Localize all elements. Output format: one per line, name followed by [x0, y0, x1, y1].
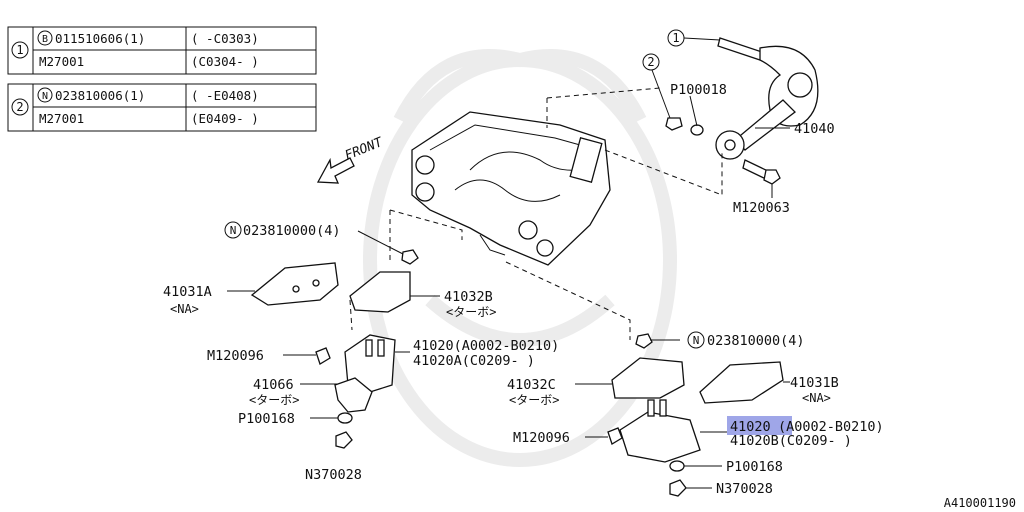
- legend-sub-n: N: [42, 91, 48, 102]
- legend-range-2a: ( -E0408): [191, 88, 259, 103]
- marker-2: 2: [647, 55, 654, 69]
- front-label: FRONT: [343, 135, 386, 164]
- label-41031a: 41031A: [163, 284, 212, 300]
- legend-range-2b: (E0409- ): [191, 111, 259, 126]
- pitching-stopper-assembly: [665, 37, 819, 185]
- label-m120096-left: M120096: [207, 348, 264, 364]
- legend-table: 1 2 B 011510606(1) ( -C0303) M27001 (C03…: [7, 26, 317, 132]
- label-41020-right-2: 41020B(C0209- ): [730, 433, 852, 449]
- label-41020-right-1[interactable]: 41020: [730, 419, 771, 435]
- label-41020-left-2: 41020A(C0209- ): [413, 353, 535, 369]
- diagram-id: A410001190: [944, 496, 1016, 510]
- legend-part-2: 023810006(1): [55, 88, 145, 103]
- front-arrow: FRONT: [316, 135, 386, 184]
- label-m120063: M120063: [733, 200, 790, 216]
- left-mounts: [250, 249, 419, 449]
- callout-labels: 1 2 P100018 41040 M120063 N 023810000(4)…: [163, 29, 1016, 510]
- label-41066: 41066: [253, 377, 294, 393]
- label-m120096-right: M120096: [513, 430, 570, 446]
- legend-marker-2: 2: [16, 100, 23, 114]
- right-mounts: [607, 333, 784, 497]
- highlight-41020[interactable]: [727, 416, 792, 435]
- legend-alt-part-1: M27001: [39, 54, 84, 69]
- legend-range-1a: ( -C0303): [191, 31, 259, 46]
- label-41032c-sub: <ターボ>: [509, 393, 559, 407]
- legend-alt-part-2: M27001: [39, 111, 84, 126]
- label-p100018: P100018: [670, 82, 727, 98]
- label-n370028-left: N370028: [305, 467, 362, 483]
- label-41040: 41040: [794, 121, 835, 137]
- label-41031b: 41031B: [790, 375, 839, 391]
- label-41032c: 41032C: [507, 377, 556, 393]
- label-n370028-right: N370028: [716, 481, 773, 497]
- guide-lines: [349, 87, 723, 340]
- label-41031a-sub: <NA>: [170, 302, 199, 316]
- label-41020-left-1: 41020(A0002-B0210): [413, 338, 559, 354]
- engine-block: [411, 111, 611, 266]
- legend-sub-b: B: [42, 34, 48, 45]
- label-n-marker-right: N: [693, 334, 700, 347]
- label-41032b-sub: <ターボ>: [446, 305, 496, 319]
- label-41066-sub: <ターボ>: [249, 393, 299, 407]
- label-023810000-right: 023810000(4): [707, 333, 805, 349]
- label-41020-right-1-range: (A0002-B0210): [778, 419, 884, 435]
- legend-marker-1: 1: [16, 43, 23, 57]
- label-41031b-sub: <NA>: [802, 391, 831, 405]
- legend-range-1b: (C0304- ): [191, 54, 259, 69]
- label-023810000-left: 023810000(4): [243, 223, 341, 239]
- label-n-marker-left: N: [230, 224, 237, 237]
- leader-lines: [227, 37, 790, 489]
- label-41032b: 41032B: [444, 289, 493, 305]
- label-p100168-right: P100168: [726, 459, 783, 475]
- label-p100168-left: P100168: [238, 411, 295, 427]
- marker-1: 1: [672, 31, 679, 45]
- legend-part-1: 011510606(1): [55, 31, 145, 46]
